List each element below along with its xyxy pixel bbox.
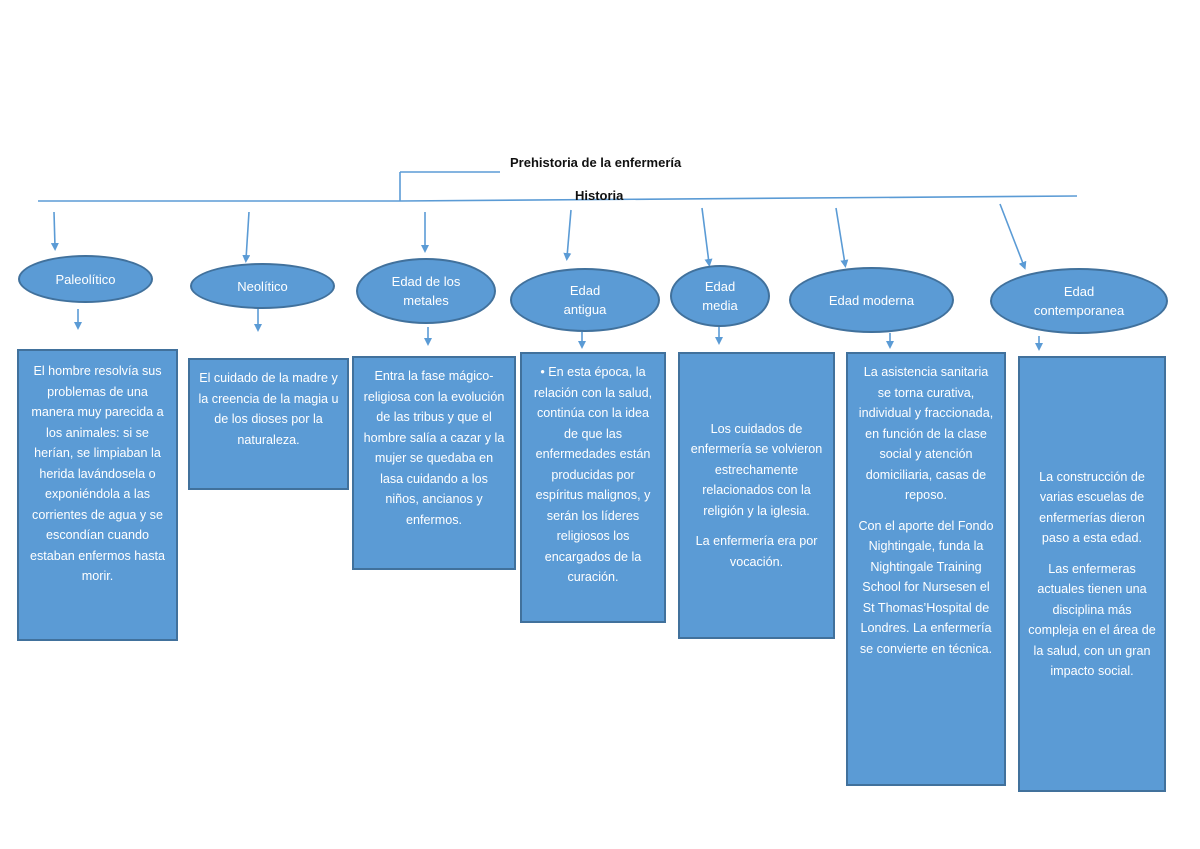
box-text: Con el aporte del Fondo Nightingale, fun… xyxy=(858,518,994,656)
box-text: La construcción de varias escuelas de en… xyxy=(1039,469,1145,546)
period-edad-antigua: Edad antigua xyxy=(510,268,660,332)
period-edad-media: Edad media xyxy=(670,265,770,327)
box-text: El cuidado de la madre y la creencia de … xyxy=(198,371,339,447)
description-box-neolitico: El cuidado de la madre y la creencia de … xyxy=(188,358,349,490)
box-text: Las enfermeras actuales tienen una disci… xyxy=(1028,561,1156,679)
description-box-edad-moderna: La asistencia sanitaria se torna curativ… xyxy=(846,352,1006,786)
box-text: • En esta época, la relación con la salu… xyxy=(533,365,653,584)
box-text: Los cuidados de enfermería se volvieron … xyxy=(690,421,823,518)
period-edad-moderna: Edad moderna xyxy=(789,267,954,333)
period-paleolitico: Paleolítico xyxy=(18,255,153,303)
box-text: La enfermería era por vocación. xyxy=(695,534,818,569)
period-edad-contemporanea: Edad contemporanea xyxy=(990,268,1168,334)
box-text: Entra la fase mágico-religiosa con la ev… xyxy=(363,369,505,527)
period-neolitico: Neolítico xyxy=(190,263,335,309)
period-edad-metales: Edad de los metales xyxy=(356,258,496,324)
description-box-edad-contemporanea: La construcción de varias escuelas de en… xyxy=(1018,356,1166,792)
diagram-title: Prehistoria de la enfermería xyxy=(510,155,682,170)
box-text: El hombre resolvía sus problemas de una … xyxy=(29,364,166,583)
description-box-edad-antigua: • En esta época, la relación con la salu… xyxy=(520,352,666,623)
description-box-edad-metales: Entra la fase mágico-religiosa con la ev… xyxy=(352,356,516,570)
description-box-paleolitico: El hombre resolvía sus problemas de una … xyxy=(17,349,178,641)
description-box-edad-media: Los cuidados de enfermería se volvieron … xyxy=(678,352,835,639)
diagram-subtitle: Historia xyxy=(575,188,624,203)
box-text: La asistencia sanitaria se torna curativ… xyxy=(858,365,994,502)
